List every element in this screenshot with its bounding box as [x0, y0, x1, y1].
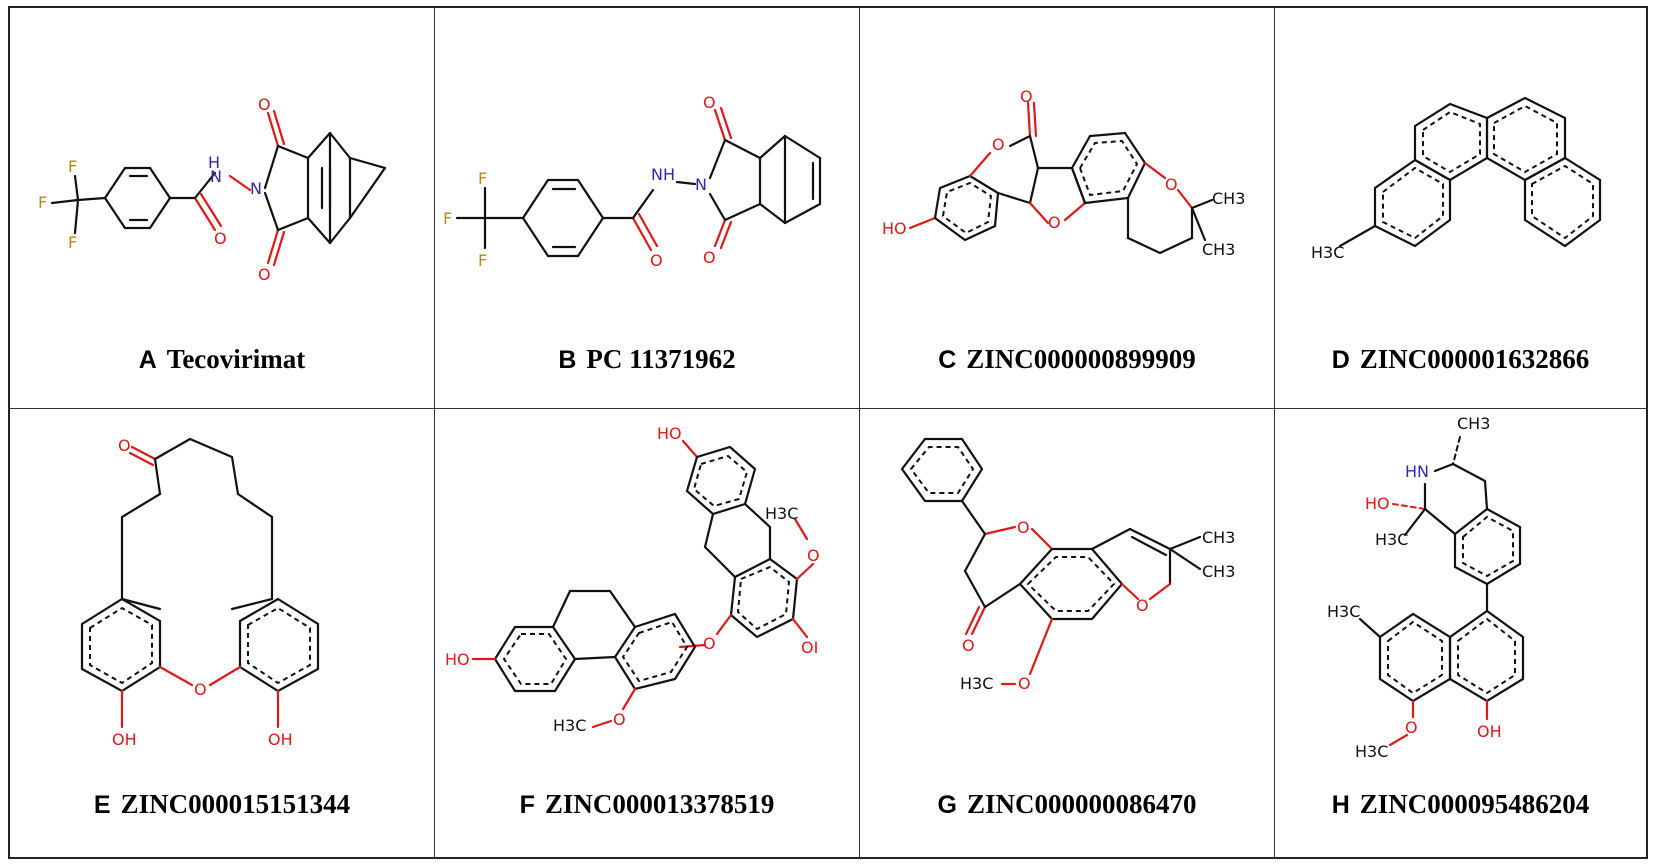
svg-text:CH3: CH3	[1457, 414, 1490, 433]
compound-name: ZINC000015151344	[120, 789, 351, 819]
svg-text:O: O	[1018, 674, 1031, 693]
svg-text:H3C: H3C	[1375, 530, 1408, 549]
caption-e: E ZINC000015151344	[10, 789, 434, 820]
panel-letter: H	[1331, 791, 1350, 819]
caption-d: D ZINC000001632866	[1275, 344, 1646, 375]
caption-a: A Tecovirimat	[10, 344, 434, 375]
svg-text:H3C: H3C	[1327, 602, 1360, 621]
caption-g: G ZINC000000086470	[860, 789, 1274, 820]
svg-text:O: O	[1165, 175, 1178, 194]
svg-text:O: O	[1017, 518, 1030, 537]
svg-text:F: F	[478, 169, 487, 188]
structure-g-diagram: O O CH3 CH3 O O H3C	[900, 437, 1235, 693]
structure-d-diagram: H3C	[1311, 96, 1602, 262]
svg-text:O: O	[1136, 596, 1149, 615]
caption-h: H ZINC000095486204	[1275, 789, 1646, 820]
structure-b-diagram: F F F F O NH N O O	[443, 93, 822, 270]
svg-text:OI: OI	[801, 638, 818, 657]
svg-text:HN: HN	[1405, 462, 1429, 481]
svg-text:O: O	[703, 634, 716, 653]
svg-text:O: O	[1020, 87, 1033, 106]
panel-h: CH3 HN HO H3C H3C OH O H3	[1275, 409, 1646, 857]
svg-text:O: O	[703, 93, 716, 112]
svg-text:F: F	[443, 209, 452, 228]
svg-text:F: F	[68, 157, 77, 176]
svg-text:HO: HO	[445, 650, 470, 669]
structure-c-diagram: HO O O O O CH3 CH3	[882, 87, 1245, 259]
svg-text:H3C: H3C	[1311, 243, 1344, 262]
svg-text:N: N	[695, 175, 707, 194]
svg-text:O: O	[703, 248, 716, 267]
svg-text:F: F	[478, 251, 487, 270]
svg-text:CH3: CH3	[1202, 240, 1235, 259]
compound-name: ZINC000013378519	[544, 789, 775, 819]
panel-f: HO O H3C OI O HO	[435, 409, 860, 857]
svg-text:H3C: H3C	[765, 504, 798, 523]
panel-letter: E	[93, 791, 111, 819]
caption-c: C ZINC000000899909	[860, 344, 1274, 375]
svg-text:H: H	[208, 153, 220, 172]
svg-text:O: O	[613, 710, 626, 729]
svg-text:NH: NH	[651, 165, 675, 184]
svg-text:CH3: CH3	[1202, 528, 1235, 547]
svg-text:O: O	[650, 251, 663, 270]
panel-letter: C	[938, 346, 957, 374]
svg-text:O: O	[258, 265, 271, 284]
caption-b: B PC 11371962	[435, 344, 859, 375]
compound-name: Tecovirimat	[166, 344, 306, 374]
svg-text:OH: OH	[268, 730, 293, 749]
compound-name: ZINC000001632866	[1359, 344, 1590, 374]
svg-text:O: O	[992, 135, 1005, 154]
svg-text:O: O	[258, 95, 271, 114]
svg-text:OH: OH	[1477, 722, 1502, 741]
panel-g: O O CH3 CH3 O O H3C G ZINC000000086470	[860, 409, 1275, 857]
svg-text:O: O	[194, 680, 207, 699]
svg-text:O: O	[1405, 718, 1418, 737]
svg-text:H3C: H3C	[960, 674, 993, 693]
svg-text:F: F	[38, 193, 47, 212]
svg-text:N: N	[210, 167, 222, 186]
panel-letter: F	[519, 791, 535, 819]
panel-letter: G	[937, 791, 957, 819]
svg-text:HO: HO	[657, 424, 682, 443]
panel-letter: D	[1331, 346, 1350, 374]
svg-text:HO: HO	[1365, 494, 1390, 513]
structure-h-diagram: CH3 HN HO H3C H3C OH O H3	[1327, 414, 1525, 761]
panel-letter: B	[558, 346, 577, 374]
svg-text:H3C: H3C	[553, 716, 586, 735]
structure-e-diagram: O O OH OH	[80, 436, 320, 749]
svg-text:CH3: CH3	[1202, 562, 1235, 581]
svg-text:O: O	[807, 546, 820, 565]
panel-e: O O OH OH E ZINC000015151344	[10, 409, 435, 857]
panel-a: F F F O H N N O O	[10, 8, 435, 409]
compound-name: ZINC000095486204	[1359, 789, 1590, 819]
svg-text:N: N	[250, 179, 262, 198]
panel-b: F F F F O NH N O O	[435, 8, 860, 409]
svg-text:O: O	[118, 436, 131, 455]
structure-grid: F F F O H N N O O	[8, 6, 1648, 859]
panel-d: H3C D ZINC000001632866	[1275, 8, 1646, 409]
svg-text:O: O	[962, 636, 975, 655]
svg-text:F: F	[68, 233, 77, 252]
compound-name: ZINC000000086470	[966, 789, 1197, 819]
svg-text:H3C: H3C	[1355, 742, 1388, 761]
caption-f: F ZINC000013378519	[435, 789, 859, 820]
structure-f-diagram: HO O H3C OI O HO	[445, 424, 820, 735]
panel-letter: A	[138, 346, 157, 374]
svg-text:HO: HO	[882, 219, 907, 238]
structure-a-diagram: F F F O H N N O O	[38, 95, 387, 284]
svg-text:O: O	[1048, 213, 1061, 232]
compound-name: ZINC000000899909	[966, 344, 1196, 374]
svg-text:O: O	[214, 229, 227, 248]
compound-name: PC 11371962	[586, 344, 736, 374]
svg-text:OH: OH	[112, 730, 137, 749]
svg-text:CH3: CH3	[1212, 189, 1245, 208]
